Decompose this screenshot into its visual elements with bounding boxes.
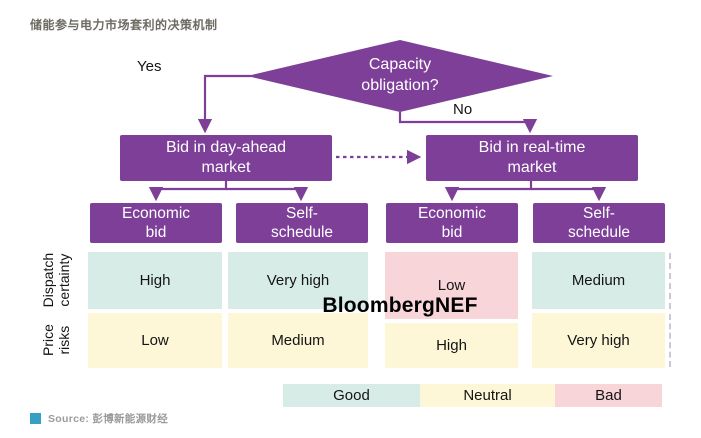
day-ahead-split-right-line — [226, 186, 309, 202]
economic-bid-box-day-ahead: Economic bid — [90, 203, 222, 243]
cell-price-risks-4: Very high — [532, 313, 665, 368]
table-right-dashed-divider — [669, 314, 671, 367]
legend-item-neutral: Neutral — [420, 384, 555, 407]
cell-dispatch-certainty-1: High — [88, 252, 222, 309]
legend-item-good: Good — [283, 384, 420, 407]
row-label-text: Price risks — [39, 324, 72, 357]
source-logo-icon — [30, 413, 41, 424]
source-text: Source: 彭博新能源财经 — [48, 413, 169, 425]
capacity-obligation-decision-diamond: Capacity obligation? — [247, 40, 553, 112]
source-line: Source: 彭博新能源财经 — [30, 411, 168, 426]
cell-price-risks-1: Low — [88, 313, 222, 368]
cell-price-risks-3: High — [385, 323, 518, 368]
cell-price-risks-2: Medium — [228, 313, 368, 368]
self-schedule-box-real-time: Self- schedule — [533, 203, 665, 243]
yes-connector-line — [197, 74, 251, 134]
yes-branch-label: Yes — [137, 58, 162, 75]
real-time-split-right-line — [531, 186, 607, 202]
row-label-price-risks: Price risks — [26, 313, 86, 368]
row-label-text: Dispatch certainty — [39, 253, 72, 308]
cell-dispatch-certainty-4: Medium — [532, 252, 665, 309]
legend-item-bad: Bad — [555, 384, 662, 407]
self-schedule-box-day-ahead: Self- schedule — [236, 203, 368, 243]
real-time-split-left-line — [444, 181, 533, 202]
day-ahead-market-box: Bid in day-ahead market — [120, 135, 332, 181]
row-label-dispatch-certainty: Dispatch certainty — [26, 252, 86, 309]
real-time-market-box: Bid in real-time market — [426, 135, 638, 181]
table-right-dashed-divider — [669, 253, 671, 309]
cell-dispatch-certainty-2: Very high — [228, 252, 368, 309]
economic-bid-box-real-time: Economic bid — [386, 203, 518, 243]
no-branch-label: No — [453, 101, 473, 118]
day-ahead-split-left-line — [148, 181, 228, 202]
chart-title: 储能参与电力市场套利的决策机制 — [30, 18, 218, 32]
bloombergnef-watermark: BloombergNEF — [322, 294, 478, 317]
cell-dispatch-certainty-3: Low — [385, 252, 518, 319]
